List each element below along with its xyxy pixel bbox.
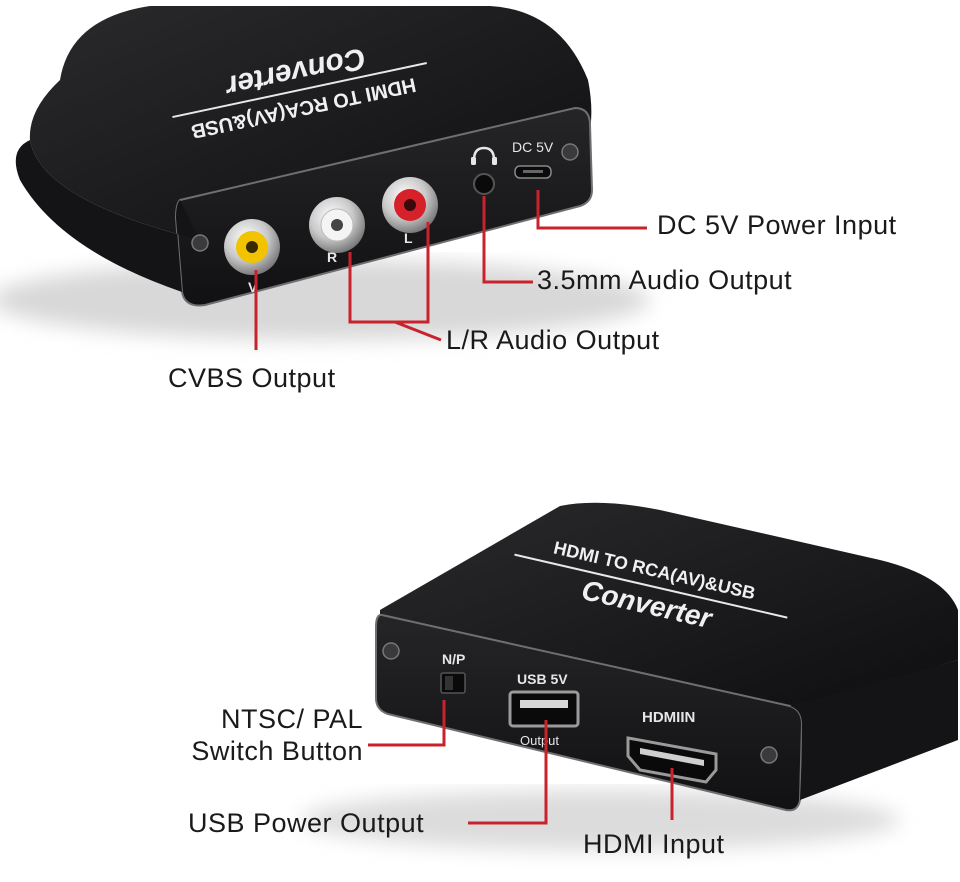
- device-bottom-shadow: [300, 790, 900, 850]
- headphone-icon-right-cup: [492, 157, 497, 165]
- converter-device-bottom: HDMI TO RCA(AV)&USB Converter N/P USB 5V…: [300, 502, 958, 850]
- device-bottom-title-rule: [514, 553, 788, 619]
- converter-device-top: HDMI TO RCA(AV)&USB Converter V R L: [0, 6, 650, 340]
- headphone-icon-left-cup: [471, 157, 476, 165]
- callout-lr-audio: L/R Audio Output: [446, 325, 660, 355]
- callout-usb-power: USB Power Output: [188, 808, 425, 838]
- usb-port-sublabel: Output: [520, 733, 559, 748]
- micro-usb-tongue: [523, 170, 543, 173]
- rca-right-jack: R: [309, 197, 365, 265]
- device-top-side: [15, 140, 200, 292]
- callout-hdmi-input: HDMI Input: [583, 829, 725, 859]
- rca-video-jack: V: [224, 219, 280, 295]
- usb-a-tongue: [520, 700, 568, 708]
- np-switch: N/P: [440, 651, 466, 694]
- leader-ntsc-pal: [368, 700, 446, 747]
- rca-video-pin: [246, 241, 258, 253]
- rca-right-pin: [331, 219, 343, 231]
- callout-cvbs: CVBS Output: [168, 363, 336, 393]
- audio-35mm-jack: [471, 146, 497, 195]
- hdmi-port-label: HDMIIN: [642, 709, 695, 726]
- rca-video-label: V: [248, 279, 258, 295]
- leader-lr-audio: [394, 320, 442, 342]
- headphone-icon: [472, 146, 496, 161]
- np-switch-knob: [445, 676, 453, 690]
- device-bottom-lid: [380, 502, 958, 708]
- screw-icon: [561, 143, 579, 161]
- rca-left-jack: L: [382, 177, 438, 246]
- hdmi-input-port: HDMIIN: [626, 709, 718, 784]
- screw-icon: [191, 234, 209, 252]
- screw-icon: [382, 642, 400, 660]
- usb-power-port: USB 5V Output: [508, 671, 580, 748]
- leader-usb-power: [468, 720, 548, 825]
- leader-dc-power: [536, 190, 647, 230]
- screw-icon: [760, 746, 778, 764]
- hdmi-contacts: [640, 748, 704, 766]
- device-top-title-rule: [172, 62, 427, 119]
- leader-lines: [254, 190, 674, 825]
- device-top-lid: [29, 6, 592, 240]
- usb-port-label: USB 5V: [517, 671, 568, 687]
- audio-35mm-port: [473, 173, 495, 195]
- dc-power-port: DC 5V: [512, 139, 554, 179]
- leader-audio-35: [482, 196, 533, 284]
- rca-left-pin: [404, 199, 416, 211]
- usb-a-port: [508, 690, 580, 728]
- callout-dc-power: DC 5V Power Input: [657, 210, 897, 240]
- rca-left-label: L: [404, 230, 413, 246]
- callout-ntsc-pal-line1: NTSC/ PAL: [220, 704, 363, 734]
- leader-lr-audio-bracket: [348, 222, 430, 324]
- device-bottom-side: [790, 660, 958, 800]
- callout-ntsc-pal-line2: Switch Button: [191, 736, 363, 766]
- callout-audio-35: 3.5mm Audio Output: [537, 265, 793, 295]
- np-switch-label: N/P: [442, 651, 465, 667]
- rca-right-label: R: [327, 249, 337, 265]
- dc-power-label: DC 5V: [512, 139, 554, 155]
